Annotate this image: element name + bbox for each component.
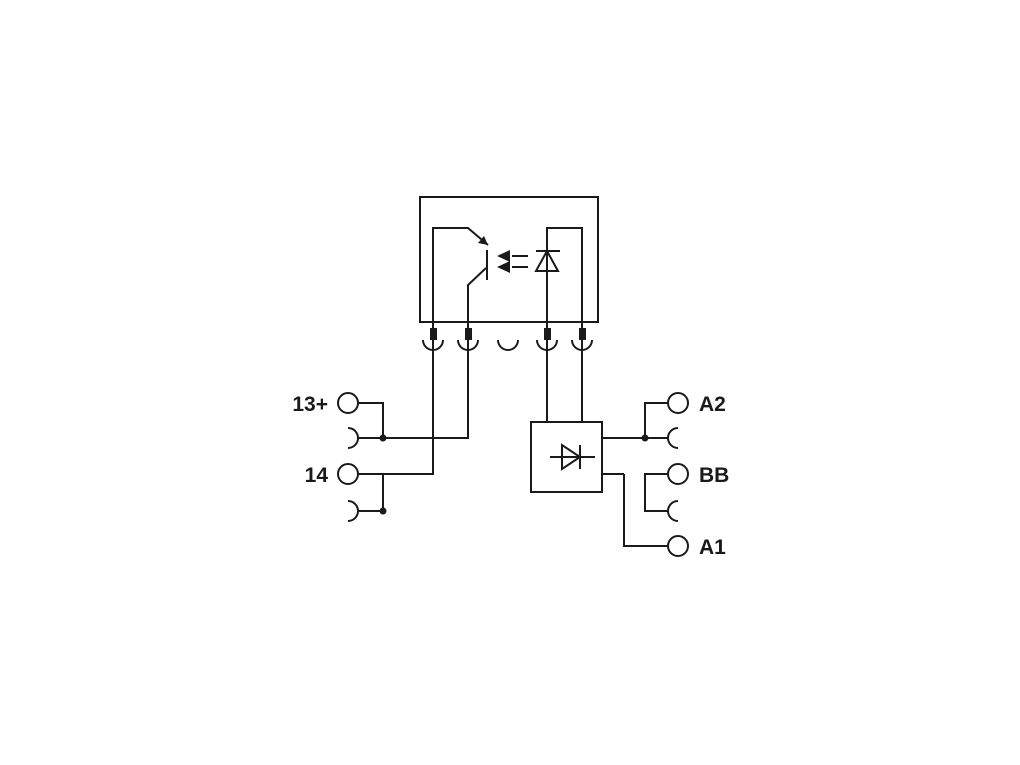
- terminal-label-a1: A1: [699, 536, 726, 559]
- bridge-socket-icon: [667, 427, 679, 449]
- input-wiring: [546, 338, 668, 547]
- terminal-a2-circle-icon: [667, 392, 689, 414]
- led-icon: [534, 227, 583, 335]
- plug-socket-icon: [422, 339, 593, 351]
- relay-module-box: [419, 196, 599, 323]
- terminal-label-bb: BB: [699, 464, 729, 487]
- bridge-socket-icon: [667, 500, 679, 522]
- output-wiring: [358, 338, 469, 515]
- bridge-socket-icon: [347, 500, 359, 522]
- terminal-bb-circle-icon: [667, 463, 689, 485]
- terminal-13-circle-icon: [337, 392, 359, 414]
- terminal-label-14: 14: [305, 464, 329, 487]
- phototransistor-icon: [432, 227, 489, 335]
- light-arrows-icon: [497, 250, 528, 273]
- terminal-label-a2: A2: [699, 393, 726, 416]
- plug-pins: [430, 328, 586, 340]
- terminal-14-circle-icon: [337, 463, 359, 485]
- bridge-socket-icon: [347, 427, 359, 449]
- diode-icon: [550, 443, 595, 471]
- terminal-label-13: 13+: [292, 393, 328, 416]
- terminal-a1-circle-icon: [667, 535, 689, 557]
- input-circuit-box: [530, 421, 603, 493]
